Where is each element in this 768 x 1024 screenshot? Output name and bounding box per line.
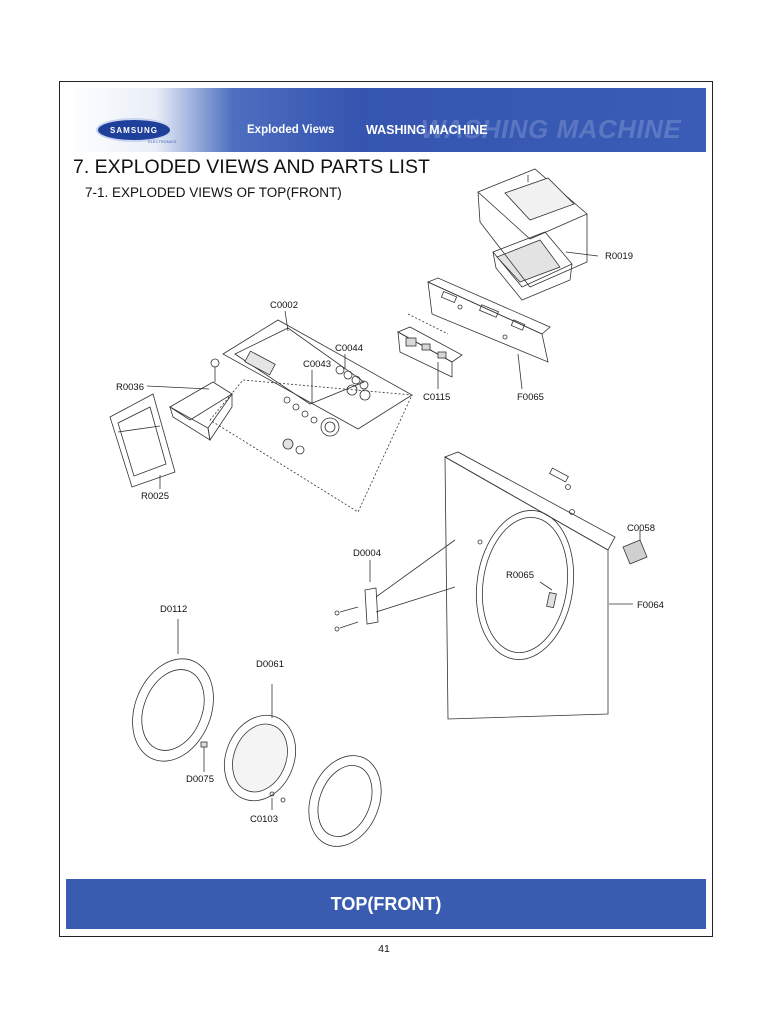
selector-knob-part bbox=[335, 365, 371, 401]
drawer-guide-part bbox=[169, 358, 233, 442]
pcb-module-part bbox=[397, 313, 463, 378]
header-band: WASHING MACHINE SAMSUNG ELECTRONICS Expl… bbox=[66, 88, 706, 152]
part-label: C0115 bbox=[423, 392, 450, 403]
part-label: R0025 bbox=[141, 491, 169, 502]
part-label: R0036 bbox=[116, 382, 144, 393]
logo-text: SAMSUNG bbox=[110, 125, 158, 135]
header-section-label: Exploded Views bbox=[247, 124, 335, 136]
part-label: D0112 bbox=[160, 604, 187, 615]
drawer-housing-part bbox=[477, 168, 588, 301]
door-glass-part bbox=[224, 714, 296, 802]
hinge-bracket-part bbox=[334, 539, 456, 632]
page-title: 7. EXPLODED VIEWS AND PARTS LIST bbox=[73, 156, 430, 178]
part-label: R0065 bbox=[506, 570, 534, 581]
drawer-front-part bbox=[109, 393, 176, 488]
control-panel-part bbox=[209, 319, 413, 513]
page-subtitle: 7-1. EXPLODED VIEWS OF TOP(FRONT) bbox=[85, 185, 342, 200]
footer-title: TOP(FRONT) bbox=[330, 893, 442, 914]
samsung-logo: SAMSUNG bbox=[96, 118, 172, 142]
door-hinge-pin-part bbox=[200, 741, 208, 748]
door-inner-ring-part bbox=[308, 755, 382, 847]
part-label: D0004 bbox=[353, 548, 381, 559]
part-label: F0064 bbox=[637, 600, 664, 611]
part-label: D0061 bbox=[256, 659, 284, 670]
part-label: D0075 bbox=[186, 774, 214, 785]
part-label: C0044 bbox=[335, 343, 363, 354]
part-label: C0002 bbox=[270, 300, 298, 311]
part-label: F0065 bbox=[517, 392, 544, 403]
logo-subtext: ELECTRONICS bbox=[148, 139, 177, 144]
header-watermark: WASHING MACHINE bbox=[421, 114, 682, 144]
door-lock-part bbox=[622, 530, 648, 565]
footer-band: TOP(FRONT) bbox=[66, 879, 706, 929]
part-label: C0043 bbox=[303, 359, 331, 370]
page-number: 41 bbox=[378, 943, 390, 955]
part-label: R0019 bbox=[605, 251, 633, 262]
page-frame: WASHING MACHINE SAMSUNG ELECTRONICS Expl… bbox=[59, 81, 713, 937]
front-panel-part bbox=[444, 451, 616, 720]
hinge-part bbox=[546, 592, 557, 609]
part-label: C0103 bbox=[250, 814, 278, 825]
control-panel-frame-part bbox=[426, 277, 551, 363]
part-label: C0058 bbox=[627, 523, 655, 534]
exploded-view-diagram: R0019 C0002 C0044 C0043 R0036 C0115 F006… bbox=[109, 168, 664, 847]
door-outer-ring-part bbox=[132, 658, 214, 762]
header-product-label: WASHING MACHINE bbox=[366, 123, 488, 137]
screw-part bbox=[269, 791, 286, 803]
